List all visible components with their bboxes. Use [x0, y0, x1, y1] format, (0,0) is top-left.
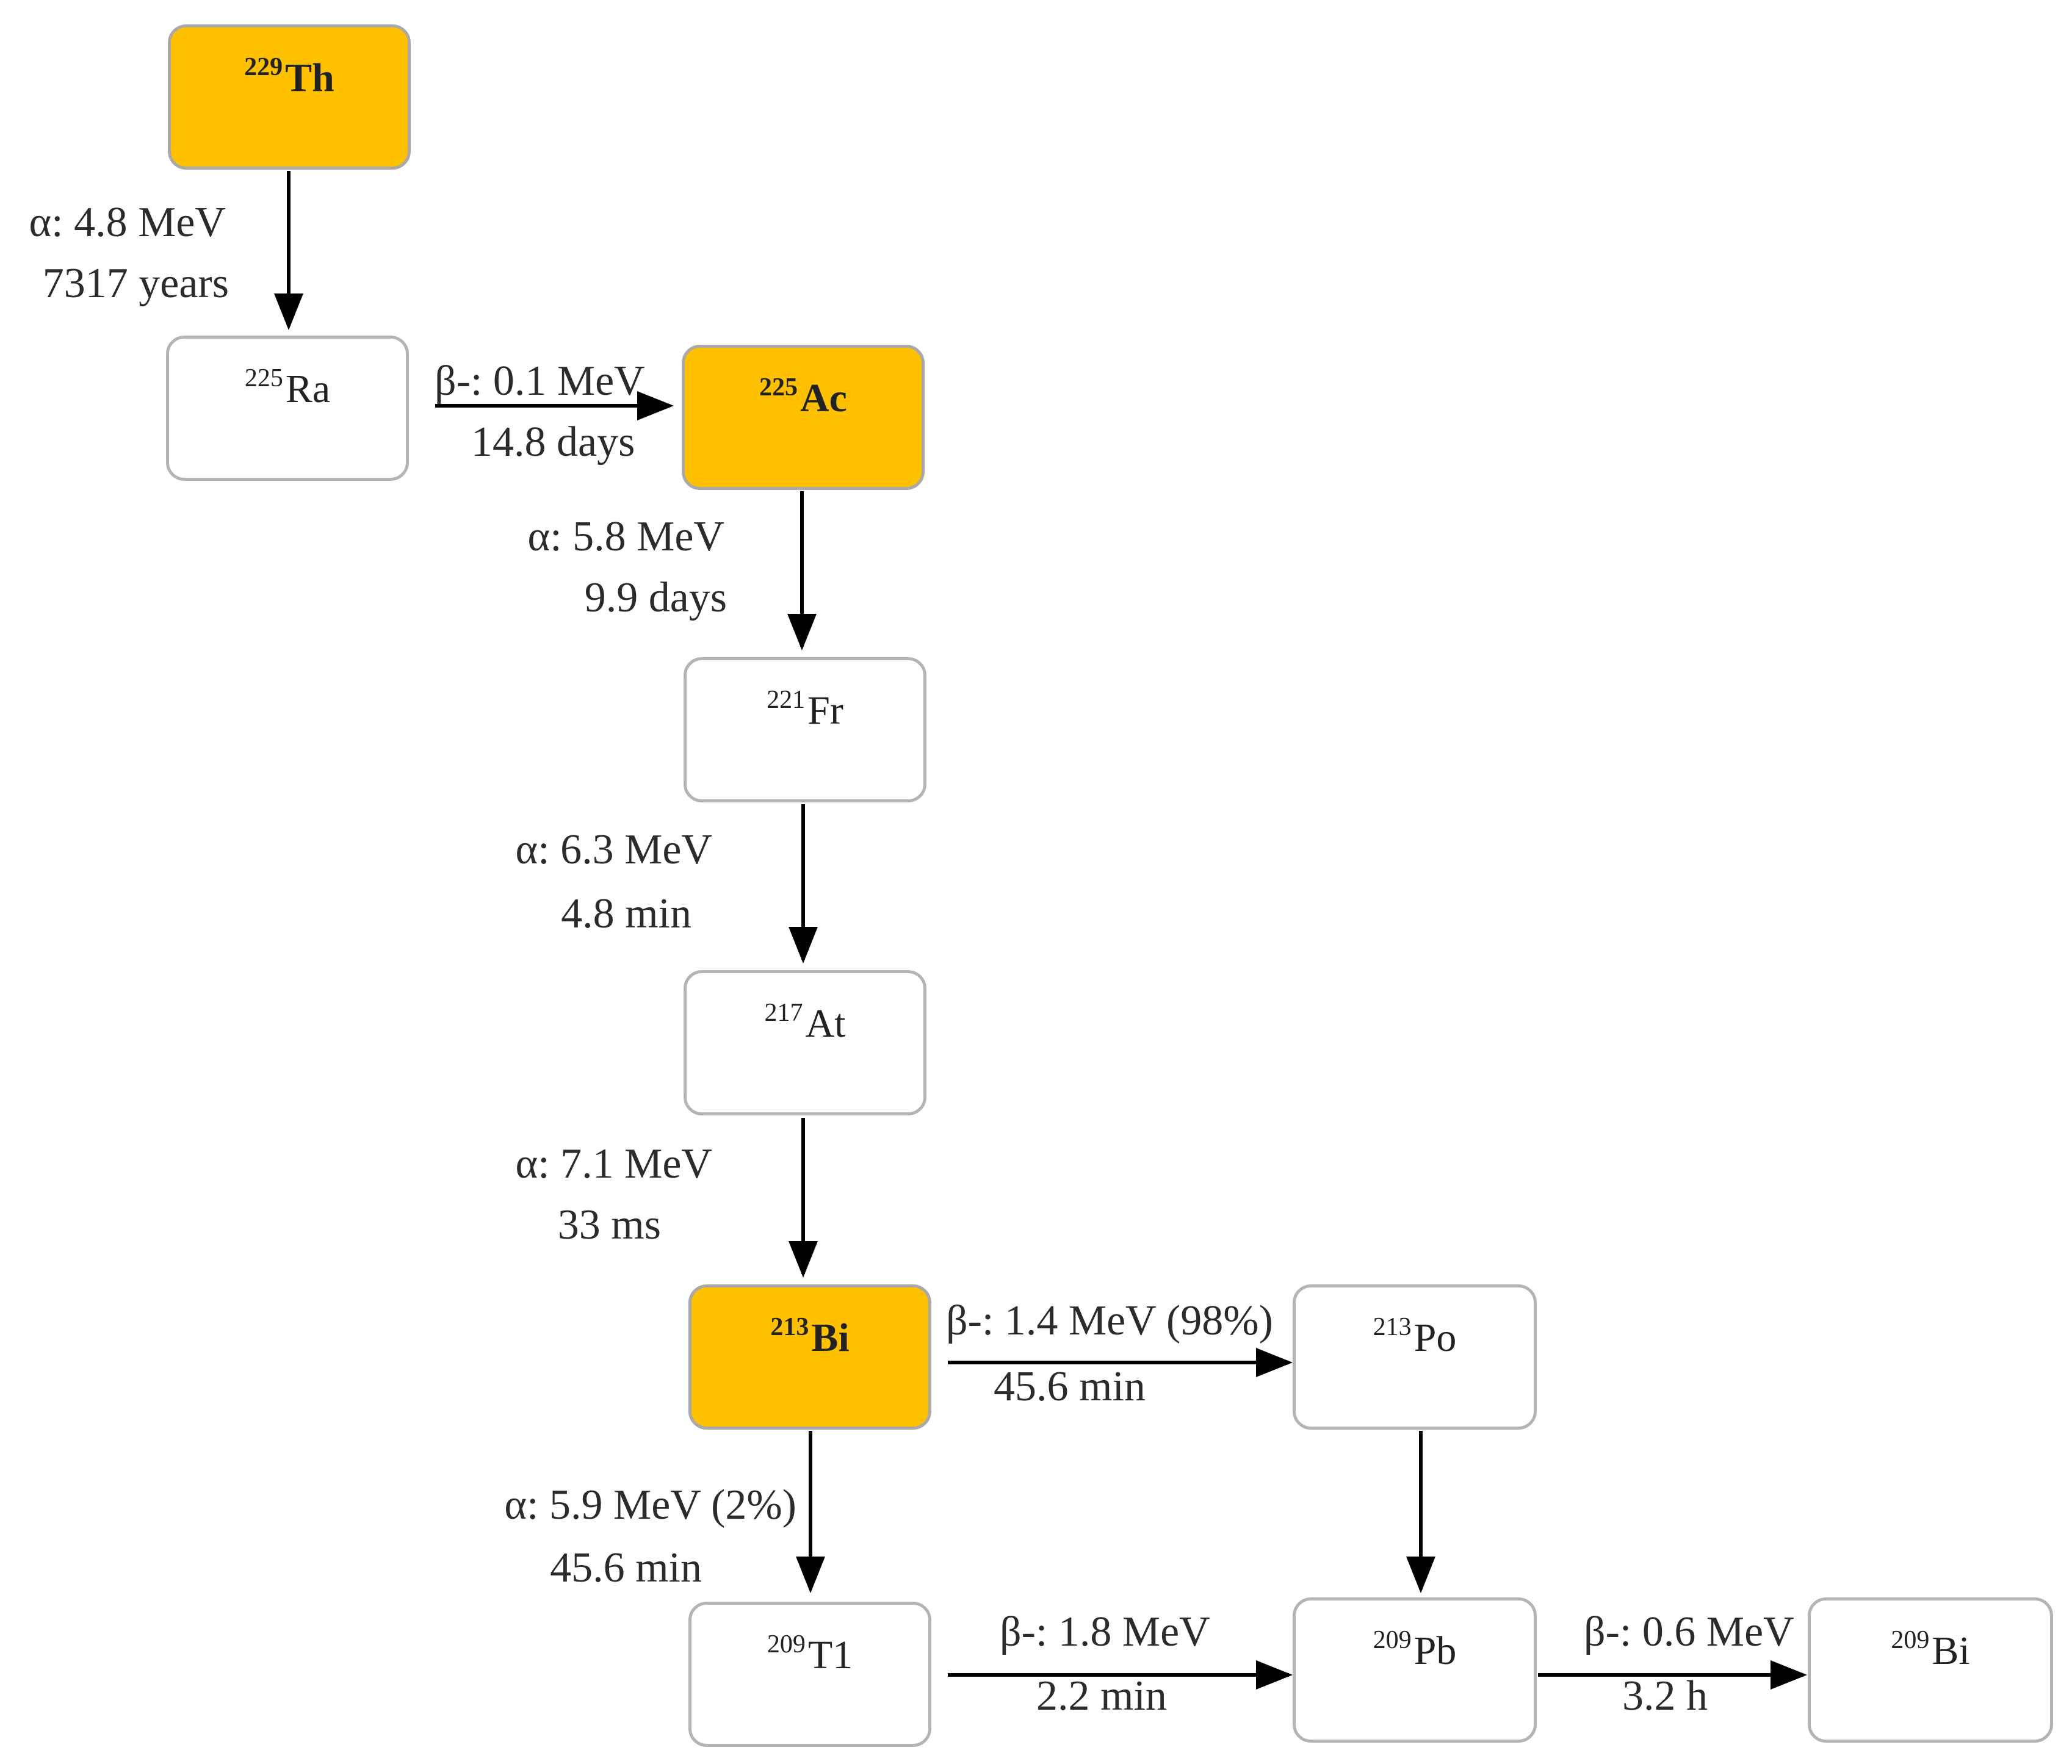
node-th229: 229Th: [168, 24, 411, 170]
nuclide-label: 225Ac: [759, 373, 847, 420]
nuclide-label: 213Bi: [770, 1313, 850, 1360]
label-bi-po-halflife: 45.6 min: [994, 1363, 1146, 1410]
label-at-bi-halflife: 33 ms: [557, 1201, 661, 1248]
node-at217: 217At: [684, 970, 926, 1115]
node-fr221: 221Fr: [684, 657, 926, 802]
label-ra-ac-halflife: 14.8 days: [471, 419, 635, 466]
label-at-bi-energy: α: 7.1 MeV: [515, 1140, 713, 1187]
label-bi-tl-halflife: 45.6 min: [550, 1544, 702, 1591]
nuclide-label: 209Pb: [1373, 1626, 1457, 1673]
label-th-ra-energy: α: 4.8 MeV: [29, 199, 226, 246]
node-po213: 213Po: [1293, 1284, 1537, 1430]
label-tl-pb-halflife: 2.2 min: [1036, 1672, 1167, 1719]
node-bi213: 213Bi: [688, 1284, 931, 1430]
nuclide-label: 225Ra: [244, 364, 331, 411]
label-ra-ac-energy: β-: 0.1 MeV: [435, 358, 645, 405]
label-fr-at-halflife: 4.8 min: [561, 890, 691, 937]
node-bi209: 209Bi: [1808, 1597, 2053, 1743]
label-th-ra-halflife: 7317 years: [42, 260, 229, 307]
nuclide-label: 213Po: [1373, 1313, 1457, 1360]
label-tl-pb-energy: β-: 1.8 MeV: [1000, 1608, 1210, 1655]
nuclide-label: 221Fr: [767, 686, 843, 733]
node-pb209: 209Pb: [1293, 1597, 1537, 1743]
node-ra225: 225Ra: [166, 336, 409, 481]
label-fr-at-energy: α: 6.3 MeV: [515, 826, 713, 873]
nuclide-label: 229Th: [244, 53, 334, 100]
nuclide-label: 209Bi: [1891, 1626, 1970, 1673]
label-bi-tl-energy: α: 5.9 MeV (2%): [504, 1481, 796, 1528]
label-pb-bi-energy: β-: 0.6 MeV: [1584, 1608, 1794, 1655]
label-ac-fr-energy: α: 5.8 MeV: [527, 513, 725, 560]
node-ac225: 225Ac: [682, 345, 925, 490]
label-pb-bi-halflife: 3.2 h: [1622, 1672, 1708, 1719]
node-tl209: 209T1: [688, 1602, 931, 1747]
nuclide-label: 209T1: [767, 1630, 853, 1677]
nuclide-label: 217At: [764, 999, 846, 1046]
label-bi-po-energy: β-: 1.4 MeV (98%): [946, 1297, 1273, 1344]
label-ac-fr-halflife: 9.9 days: [584, 574, 727, 621]
